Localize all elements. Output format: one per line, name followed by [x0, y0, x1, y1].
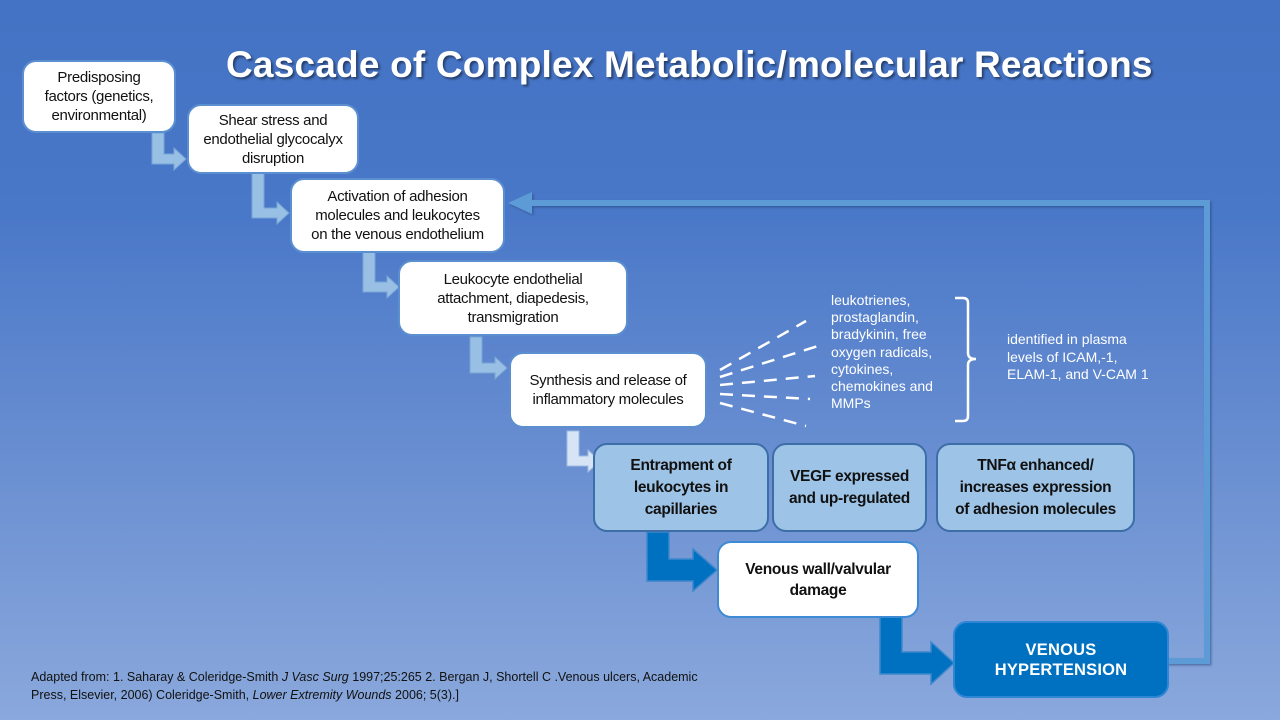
- citation-journal: Lower Extremity Wounds: [252, 688, 392, 702]
- step-shear-stress: Shear stress and endothelial glycocalyx …: [187, 104, 359, 174]
- step-leukocyte-attachment: Leukocyte endothelial attachment, diaped…: [398, 260, 628, 336]
- radiating-lines: [719, 319, 819, 428]
- step-text: VENOUS HYPERTENSION: [994, 640, 1128, 679]
- connector-arrow-2: [251, 171, 290, 226]
- step-venous-hypertension: VENOUS HYPERTENSION: [953, 621, 1169, 698]
- connector-arrow-1: [151, 132, 187, 172]
- step-tnf-alpha: TNFα enhanced/ increases expression of a…: [936, 443, 1135, 532]
- step-text: Venous wall/valvular damage: [745, 560, 891, 599]
- step-activation-adhesion: Activation of adhesion molecules and leu…: [290, 178, 505, 253]
- citation-text: 1997;25:265 2. Bergan J, Shortell C .Ven…: [31, 670, 698, 702]
- feedback-arrow: [508, 192, 1210, 664]
- slide-title: Cascade of Complex Metabolic/molecular R…: [226, 44, 1153, 85]
- step-vegf: VEGF expressed and up-regulated: [772, 443, 927, 532]
- step-text: Activation of adhesion molecules and leu…: [311, 188, 484, 243]
- step-synthesis-release: Synthesis and release of inflammatory mo…: [509, 352, 707, 428]
- connector-arrow-3: [362, 251, 400, 300]
- connector-arrow-4: [469, 336, 508, 381]
- curly-brace: [955, 296, 977, 423]
- inflammatory-molecules-list: leukotrienes, prostaglandin, bradykinin,…: [831, 292, 933, 412]
- connector-arrow-7: [879, 615, 956, 686]
- citation-footnote: Adapted from: 1. Saharay & Coleridge-Smi…: [31, 668, 731, 704]
- plasma-levels-note: identified in plasma levels of ICAM,-1, …: [1007, 331, 1149, 382]
- citation-text: Adapted from: 1. Saharay & Coleridge-Smi…: [31, 670, 282, 684]
- citation-text: 2006; 5(3).]: [391, 688, 459, 702]
- step-text: Shear stress and endothelial glycocalyx …: [203, 111, 343, 167]
- citation-journal: J Vasc Surg: [281, 670, 349, 684]
- step-text: Leukocyte endothelial attachment, diaped…: [437, 270, 589, 326]
- step-text: Synthesis and release of inflammatory mo…: [529, 372, 687, 408]
- step-text: VEGF expressed and up-regulated: [789, 467, 910, 507]
- step-predisposing-factors: Predisposing factors (genetics, environm…: [22, 60, 176, 133]
- step-entrapment-leukocytes: Entrapment of leukocytes in capillaries: [593, 443, 769, 532]
- connector-arrow-6: [646, 531, 719, 593]
- step-text: Predisposing factors (genetics, environm…: [44, 69, 154, 124]
- step-text: TNFα enhanced/ increases expression of a…: [955, 456, 1116, 518]
- step-text: Entrapment of leukocytes in capillaries: [630, 456, 732, 518]
- step-venous-wall-damage: Venous wall/valvular damage: [717, 541, 919, 618]
